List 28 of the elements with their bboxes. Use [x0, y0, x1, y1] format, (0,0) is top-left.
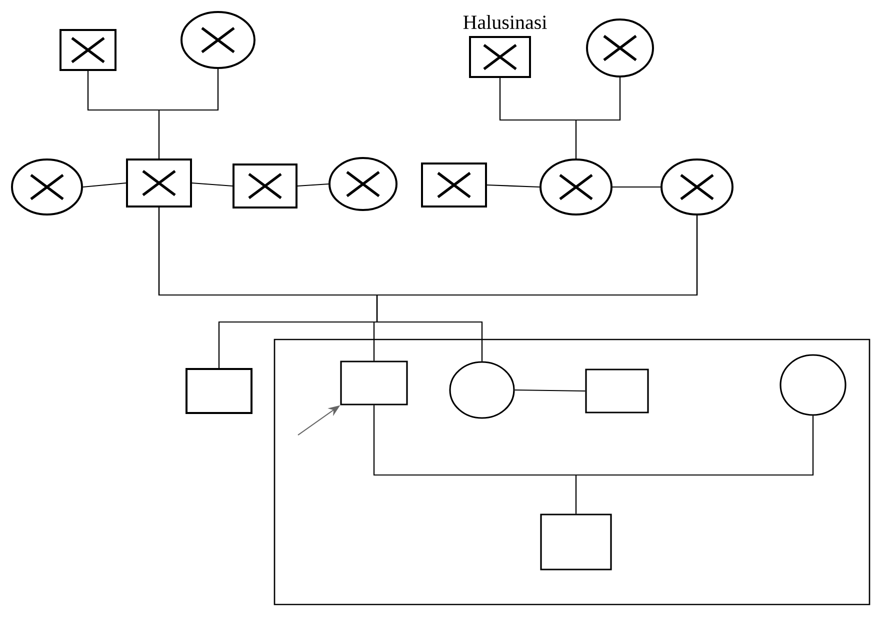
household-frame	[274, 338, 870, 606]
crossed-square	[421, 162, 487, 208]
circle-symbol	[780, 354, 846, 416]
crossed-circle	[180, 11, 256, 69]
crossed-circle	[586, 18, 654, 78]
crossed-square	[126, 158, 192, 208]
connector-line	[575, 78, 621, 158]
square-symbol	[186, 368, 252, 414]
connector-line	[575, 416, 814, 514]
connector-line	[612, 186, 660, 188]
square-symbol	[340, 360, 408, 406]
circle-symbol	[449, 361, 515, 419]
square-symbol	[540, 514, 612, 570]
crossed-square	[469, 36, 531, 78]
connector-line	[82, 182, 126, 188]
connector-line	[158, 69, 219, 158]
crossed-circle	[11, 158, 83, 216]
crossed-square	[60, 29, 116, 71]
crossed-circle	[660, 158, 734, 216]
connector-line	[514, 389, 586, 392]
connector-line	[192, 182, 233, 187]
square-symbol	[585, 368, 649, 414]
crossed-circle	[328, 157, 398, 211]
connector-line	[486, 184, 540, 188]
title: Halusinasi	[463, 14, 547, 30]
connector-line	[297, 183, 329, 187]
crossed-square	[232, 164, 298, 208]
crossed-circle	[540, 158, 612, 216]
